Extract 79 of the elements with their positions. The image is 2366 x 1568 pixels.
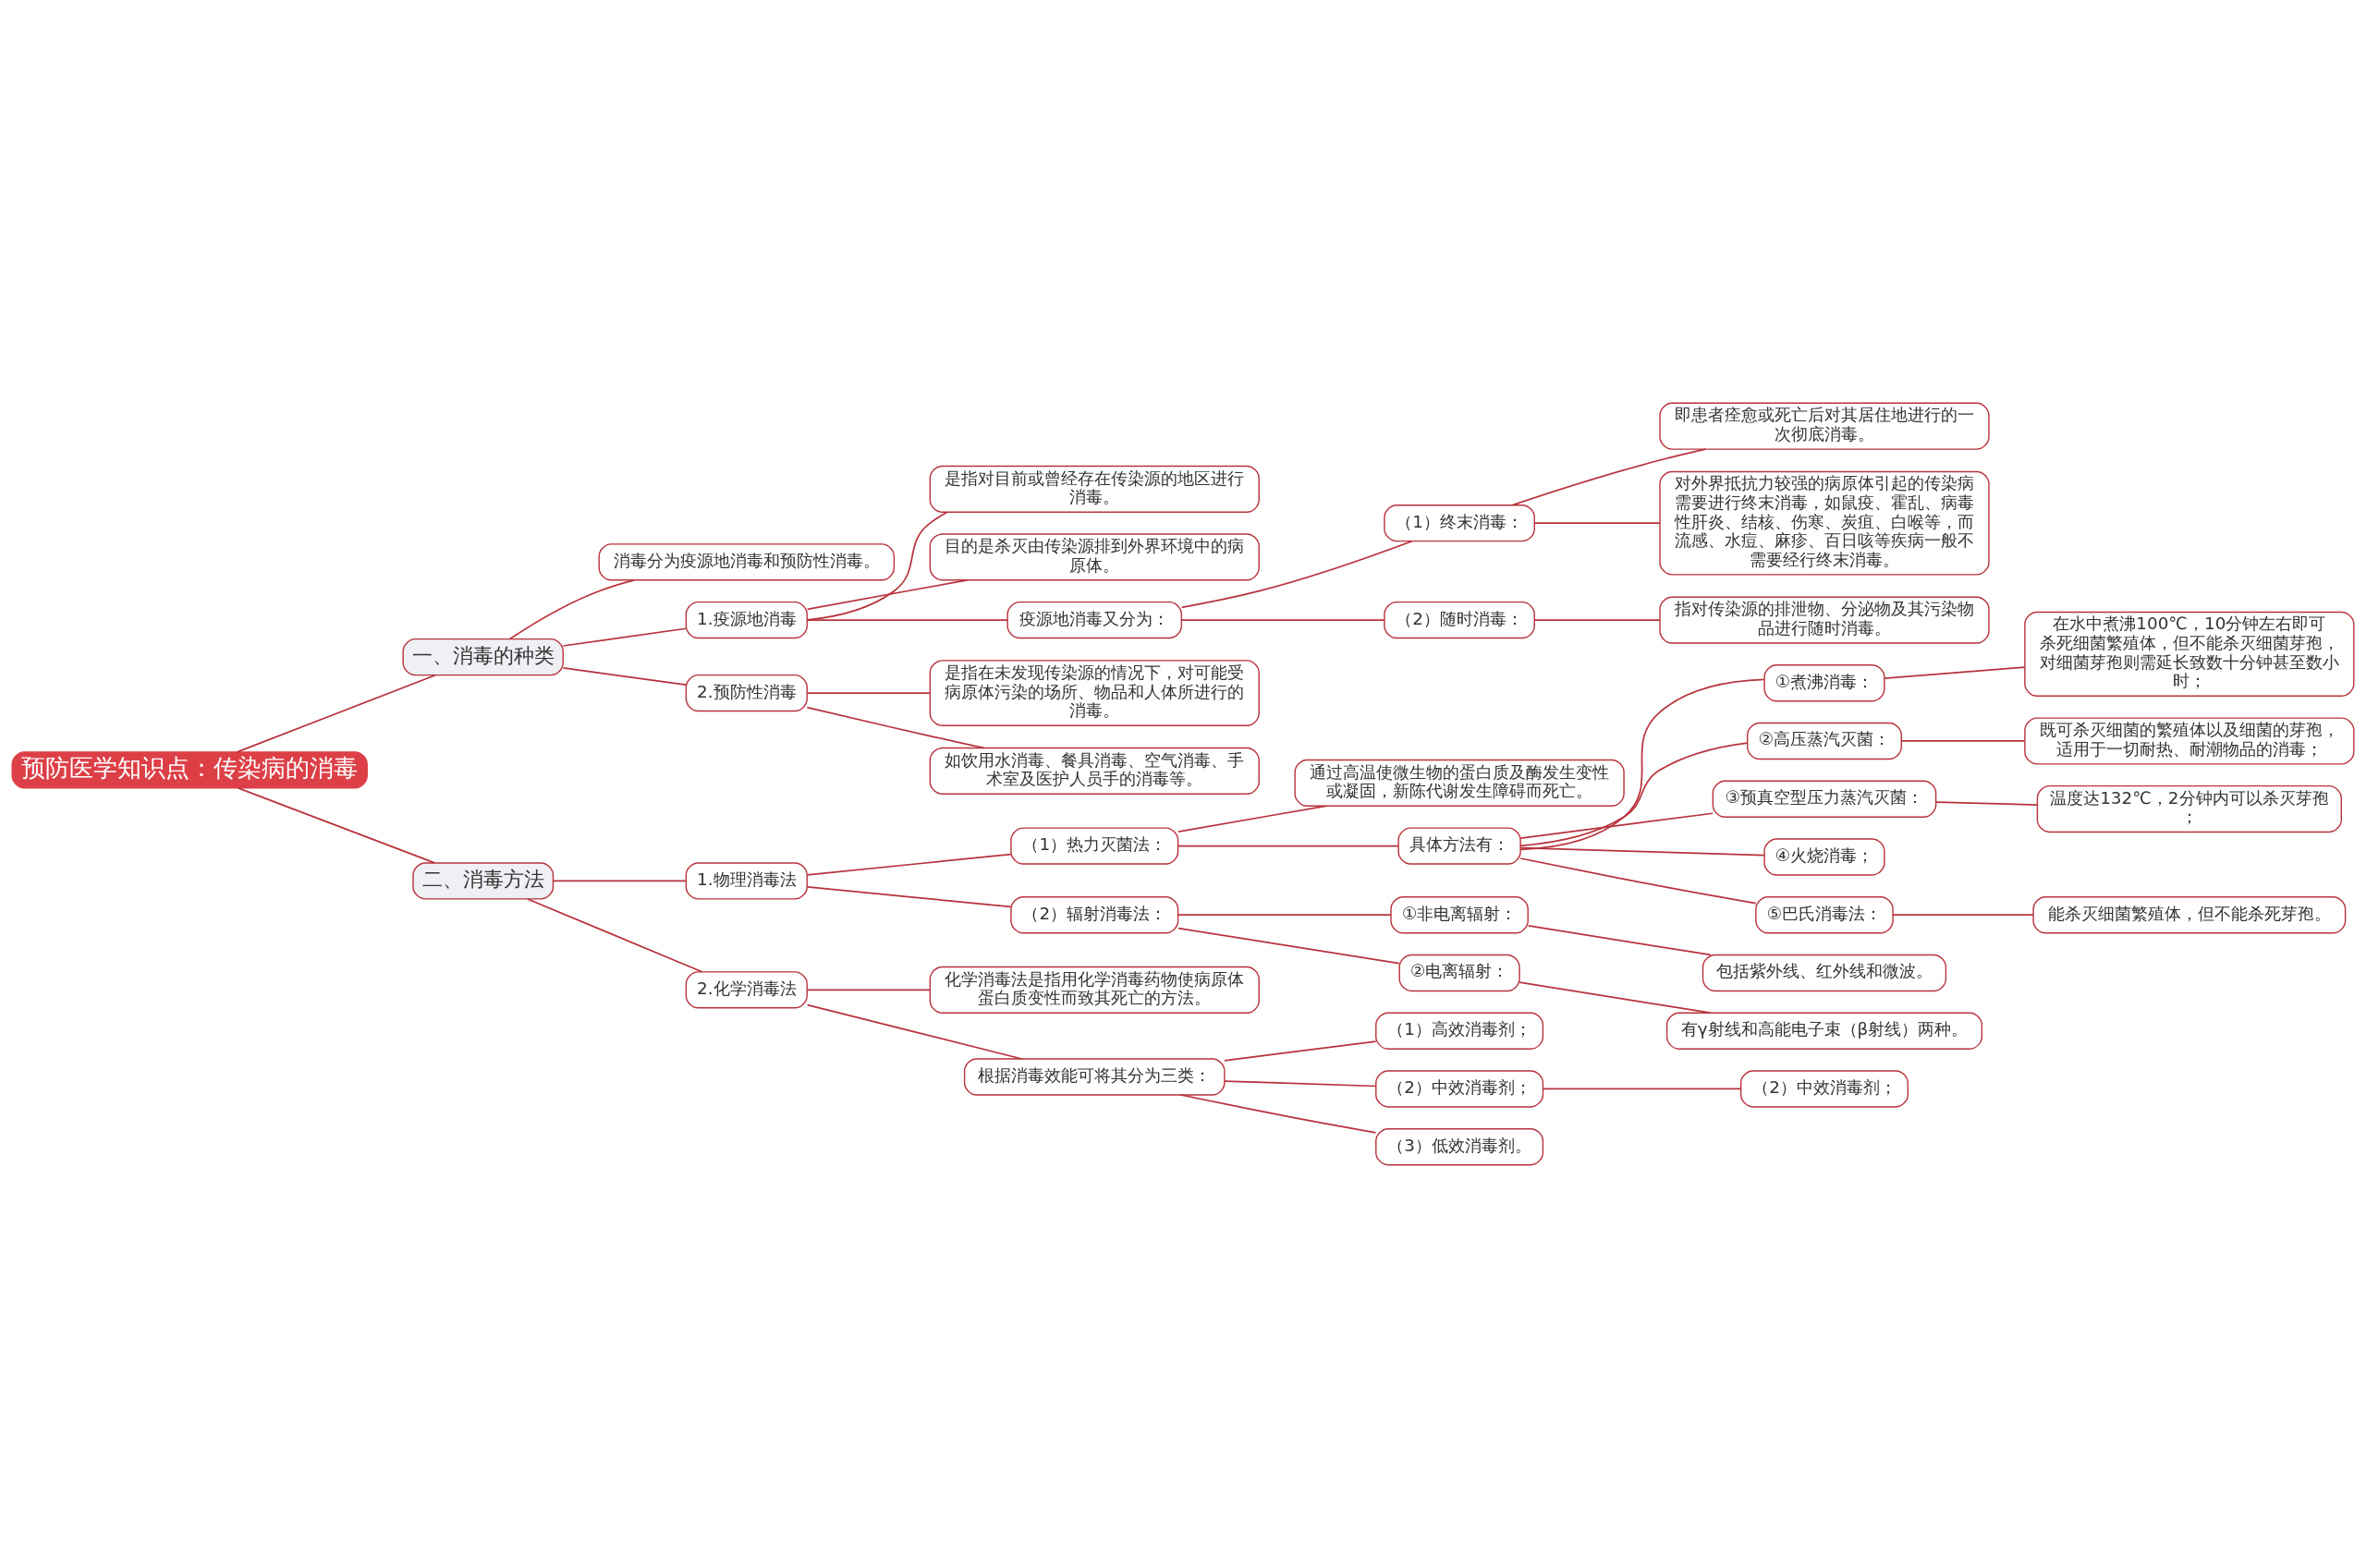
connector <box>1177 805 1327 833</box>
node-box: 一、消毒的种类 <box>402 638 564 676</box>
connector <box>806 885 1012 908</box>
connector <box>806 578 969 611</box>
node-box: 根据消毒效能可将其分为三类： <box>963 1058 1226 1096</box>
node-box: 包括紫外线、红外线和微波。 <box>1701 954 1947 992</box>
connector <box>236 674 436 753</box>
connector <box>1519 857 1757 905</box>
connector <box>1527 925 1712 956</box>
node-box: 1.物理消毒法 <box>685 862 808 900</box>
connector <box>508 579 635 640</box>
connector <box>1177 845 1399 847</box>
node-box: ④火烧消毒； <box>1763 838 1885 876</box>
node-box: ①煮沸消毒： <box>1763 664 1885 702</box>
node-box: （3）低效消毒剂。 <box>1375 1128 1544 1166</box>
connector <box>1892 914 2034 917</box>
node-box: （1）终末消毒： <box>1384 504 1535 542</box>
node-box: 1.疫源地消毒 <box>685 601 808 639</box>
node-box: （2）中效消毒剂； <box>1375 1070 1544 1108</box>
connector <box>806 1003 1023 1060</box>
node-box: 温度达132℃，2分钟内可以杀灭芽孢； <box>2036 784 2342 833</box>
node-box: ⑤巴氏消毒法： <box>1755 896 1894 934</box>
connector <box>562 627 687 647</box>
connector <box>526 898 703 973</box>
connector <box>1224 1080 1377 1088</box>
node-box: 疫源地消毒又分为： <box>1006 601 1183 639</box>
connector <box>562 667 687 686</box>
node-box: ②电离辐射： <box>1398 954 1520 992</box>
connector <box>806 989 932 991</box>
connector <box>1900 740 2026 742</box>
node-box: 既可杀灭细菌的繁殖体以及细菌的芽孢，适用于一切耐热、耐潮物品的消毒； <box>2024 717 2355 765</box>
node-box: 具体方法有： <box>1397 827 1521 865</box>
connector <box>1224 1040 1377 1062</box>
connector <box>1179 1094 1377 1134</box>
node-box: 2.化学消毒法 <box>685 971 808 1009</box>
connector <box>1518 981 1712 1015</box>
connector <box>1533 619 1661 621</box>
node-box: （1）高效消毒剂； <box>1375 1012 1544 1050</box>
node-box: 是指对目前或曾经存在传染源的地区进行消毒。 <box>929 465 1260 513</box>
node-box: （2）随时消毒： <box>1384 601 1535 639</box>
connector <box>1519 812 1714 839</box>
connector <box>237 787 436 864</box>
node-box: 2.预防性消毒 <box>685 674 808 712</box>
node-box: ③预真空型压力蒸汽灭菌： <box>1712 780 1937 818</box>
node-box: 对外界抵抗力较强的病原体引起的传染病需要进行终末消毒，如鼠疫、霍乱、病毒性肝炎、结核、伤寒、炭疽、白喉等，而流感、水痘、麻疹、百日咳等疾病一般不需要经行终末消毒。 <box>1659 470 1990 576</box>
connector <box>1180 619 1385 621</box>
connector <box>1519 742 1749 847</box>
node-box: 是指在未发现传染源的情况下，对可能受病原体污染的场所、物品和人体所进行的消毒。 <box>929 660 1260 726</box>
node-box: 二、消毒方法 <box>412 862 555 900</box>
node-box: ①非电离辐射： <box>1390 896 1529 934</box>
connector <box>1180 540 1413 609</box>
node-box: （1）热力灭菌法： <box>1010 827 1179 865</box>
connector <box>1884 666 2026 679</box>
node-box: （2）中效消毒剂； <box>1739 1070 1909 1108</box>
connector <box>806 853 1012 876</box>
connector <box>1177 927 1400 965</box>
node-box: 化学消毒法是指用化学消毒药物使病原体蛋白质变性而致其死亡的方法。 <box>929 966 1260 1014</box>
connector <box>1177 914 1392 917</box>
node-box: 在水中煮沸100℃，10分钟左右即可杀死细菌繁殖体，但不能杀灭细菌芽孢，对细菌芽孢则需延长致数十分钟甚至数小时； <box>2024 611 2355 697</box>
connector <box>1519 846 1765 857</box>
node-box: （2）辐射消毒法： <box>1010 896 1179 934</box>
node-box: 预防医学知识点：传染病的消毒 <box>11 751 368 789</box>
connector <box>552 880 688 882</box>
connector <box>1542 1088 1742 1090</box>
node-box: 目的是杀灭由传染源排到外界环境中的病原体。 <box>929 533 1260 581</box>
node-box: ②高压蒸汽灭菌： <box>1747 722 1902 760</box>
node-box: 消毒分为疫源地消毒和预防性消毒。 <box>598 543 896 581</box>
connector <box>806 511 948 621</box>
connector <box>1519 678 1765 851</box>
node-box: 如饮用水消毒、餐具消毒、空气消毒、手术室及医护人员手的消毒等。 <box>929 747 1260 796</box>
connector <box>806 692 932 694</box>
node-box: 即患者痊愈或死亡后对其居住地进行的一次彻底消毒。 <box>1659 402 1990 450</box>
node-box: 能杀灭细菌繁殖体，但不能杀死芽孢。 <box>2032 896 2347 934</box>
connector <box>806 619 1008 621</box>
node-box: 有γ射线和高能电子束（β射线）两种。 <box>1665 1012 1983 1050</box>
node-box: 通过高温使微生物的蛋白质及酶发生变性或凝固，新陈代谢发生障碍而死亡。 <box>1294 759 1625 807</box>
connector <box>1533 522 1661 524</box>
connector <box>1935 801 2038 806</box>
node-box: 指对传染源的排泄物、分泌物及其污染物品进行随时消毒。 <box>1659 596 1990 644</box>
